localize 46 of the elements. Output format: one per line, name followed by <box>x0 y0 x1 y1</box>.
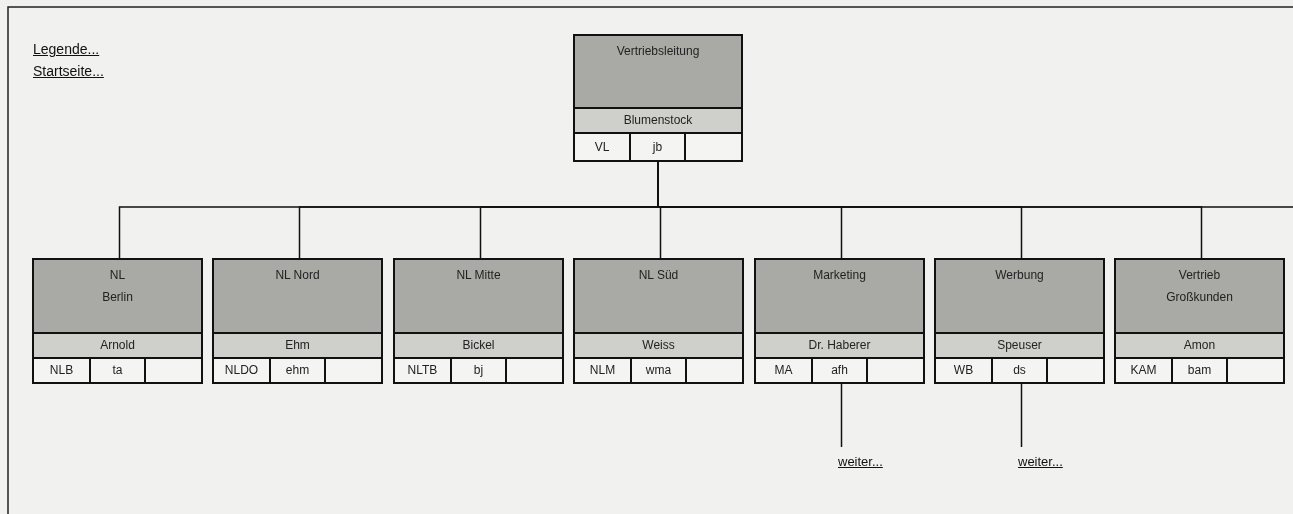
org-unit-box <box>754 258 925 384</box>
manager-name: Amon <box>1116 332 1283 359</box>
table-cell: NLTB <box>395 359 452 382</box>
table-cell: NLDO <box>214 359 271 382</box>
unit-title: NL Nord <box>274 267 321 284</box>
manager-name: Bickel <box>395 332 562 359</box>
unit-title: Marketing <box>812 267 867 284</box>
connector-line <box>840 383 843 448</box>
table-cell: jb <box>631 134 686 160</box>
manager-name: Blumenstock <box>575 107 741 134</box>
org-unit-box <box>32 258 203 384</box>
table-cell: afh <box>813 359 868 382</box>
org-unit-box <box>1114 258 1285 384</box>
org-unit-box <box>393 258 564 384</box>
unit-title: Werbung <box>994 267 1045 284</box>
table-cell: ehm <box>271 359 326 382</box>
navigation-link: Legende... <box>33 41 100 57</box>
connector-line <box>1020 383 1023 448</box>
navigation-link: Startseite... <box>33 63 104 79</box>
more-link: weiter... <box>1018 454 1063 470</box>
org-unit-box <box>573 258 744 384</box>
unit-title: NL Berlin <box>101 267 134 306</box>
org-unit-box <box>573 34 743 162</box>
table-cell: MA <box>756 359 813 382</box>
table-cell: WB <box>936 359 993 382</box>
org-unit-box <box>212 258 383 384</box>
unit-title: NL Mitte <box>455 267 502 284</box>
table-cell: VL <box>575 134 631 160</box>
manager-name: Weiss <box>575 332 742 359</box>
more-link: weiter... <box>838 454 883 470</box>
manager-name: Ehm <box>214 332 381 359</box>
table-cell: ta <box>91 359 146 382</box>
manager-name: Speuser <box>936 332 1103 359</box>
table-cell: wma <box>632 359 687 382</box>
table-cell: NLM <box>575 359 632 382</box>
table-cell: KAM <box>1116 359 1173 382</box>
manager-name: Arnold <box>34 332 201 359</box>
org-unit-box <box>934 258 1105 384</box>
unit-title: Vertriebsleitung <box>615 43 701 60</box>
unit-title: Vertrieb Großkunden <box>1165 267 1234 306</box>
manager-name: Dr. Haberer <box>756 332 923 359</box>
table-cell: NLB <box>34 359 91 382</box>
table-cell: ds <box>993 359 1048 382</box>
unit-title: NL Süd <box>637 267 680 284</box>
table-cell: bj <box>452 359 507 382</box>
table-cell: bam <box>1173 359 1228 382</box>
